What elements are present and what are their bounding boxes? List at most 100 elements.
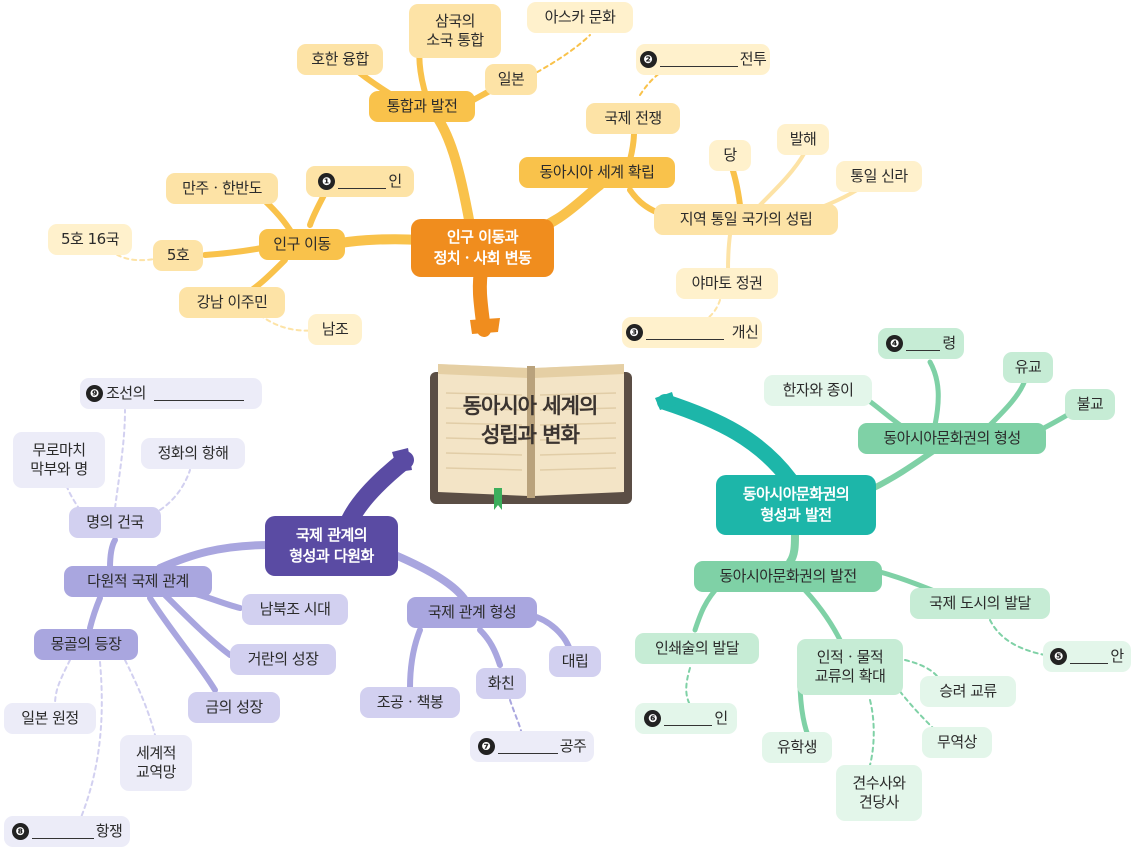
node-yamato[interactable]: 야마토 정권 [676,268,778,299]
node-japan-expedition[interactable]: 일본 원정 [4,703,96,734]
node-unified-silla[interactable]: 통일 신라 [836,161,922,192]
central-topic-line2: 성립과 변화 [481,423,580,447]
node-monk-exchange[interactable]: 승려 교류 [920,676,1016,707]
node-rivalry[interactable]: 대립 [549,646,601,677]
node-blank-8[interactable]: ❽ 항쟁 [4,816,130,847]
node-nanbei-dynasties[interactable]: 남북조 시대 [242,594,348,625]
node-line: 삼국의 [435,12,475,30]
blank-suffix: 안 [1110,647,1124,665]
fill-in-blank [31,824,94,839]
node-line: 세계적 [136,744,176,762]
node-culture-formation[interactable]: 동아시아문화권의 형성 [858,423,1046,454]
number-badge-1: ❶ [318,173,336,190]
node-muromachi-ming[interactable]: 무로마치 막부와 명 [13,432,105,488]
blank-suffix: 항쟁 [95,822,123,840]
fill-in-blank [338,174,387,189]
node-students[interactable]: 유학생 [762,732,832,763]
node-ming-founding[interactable]: 명의 건국 [69,507,161,538]
node-line: 막부와 명 [30,460,88,478]
hub-label-line2: 정치ㆍ사회 변동 [433,249,532,267]
node-printing[interactable]: 인쇄술의 발달 [635,633,759,664]
hub-label-line2: 형성과 발전 [760,506,832,524]
node-regional-unification[interactable]: 지역 통일 국가의 성립 [654,204,838,235]
hub-label-line1: 국제 관계의 [295,526,368,544]
node-line: 인적ㆍ물적 [816,648,884,666]
node-japan[interactable]: 일본 [485,64,537,95]
hub-population-politics[interactable]: 인구 이동과 정치ㆍ사회 변동 [411,219,554,277]
blank-prefix: 조선의 [106,384,146,402]
open-book-icon [430,364,632,510]
number-badge-6: ❻ [644,710,662,727]
fill-in-blank [659,52,738,67]
fill-in-blank [906,336,941,351]
node-line: 소국 통합 [426,31,484,49]
node-balhae[interactable]: 발해 [777,124,829,155]
node-three-kingdoms[interactable]: 삼국의 소국 통합 [409,4,501,58]
node-hohan-fusion[interactable]: 호한 융합 [297,44,383,75]
node-blank-3[interactable]: ❸ 개신 [622,317,762,348]
fill-in-blank [645,325,724,340]
node-east-asia-establish[interactable]: 동아시아 세계 확립 [519,157,675,188]
node-line: 교류의 확대 [814,667,886,685]
node-blank-2[interactable]: ❷ 전투 [636,44,770,75]
node-exchange-expansion[interactable]: 인적ㆍ물적 교류의 확대 [797,639,903,695]
hub-international-relations[interactable]: 국제 관계의 형성과 다원화 [265,516,398,576]
node-asuka-culture[interactable]: 아스카 문화 [527,2,633,33]
central-topic: 동아시아 세계의 성립과 변화 [430,392,630,450]
node-jin-rise[interactable]: 금의 성장 [188,692,280,723]
blank-suffix: 인 [388,172,402,190]
node-southern-dynasties[interactable]: 남조 [308,314,362,345]
blank-suffix: 전투 [739,50,767,68]
node-buddhism[interactable]: 불교 [1065,389,1115,420]
blank-suffix: 개신 [731,323,759,341]
node-international-cities[interactable]: 국제 도시의 발달 [910,588,1050,619]
number-badge-9: ❾ [86,385,103,402]
number-badge-8: ❽ [11,823,29,840]
node-tribute-investiture[interactable]: 조공ㆍ책봉 [360,687,460,718]
node-tang[interactable]: 당 [709,140,751,171]
node-line: 교역망 [136,763,176,781]
fill-in-blank [497,739,558,754]
node-culture-development[interactable]: 동아시아문화권의 발전 [694,561,882,592]
number-badge-4: ❹ [886,335,904,352]
number-badge-3: ❸ [625,324,643,341]
number-badge-2: ❷ [639,51,657,68]
number-badge-7: ❼ [477,738,495,755]
node-envoys[interactable]: 견수사와 견당사 [836,765,922,821]
node-hanja-paper[interactable]: 한자와 종이 [764,375,872,406]
brush-stroke-ends [392,318,676,472]
number-badge-5: ❺ [1050,648,1068,665]
node-five-hu-sixteen[interactable]: 5호 16국 [48,224,132,255]
node-five-hu[interactable]: 5호 [153,240,203,271]
node-gangnam-migrants[interactable]: 강남 이주민 [179,287,285,318]
node-line: 견당사 [859,793,899,811]
node-relations-formation[interactable]: 국제 관계 형성 [407,597,537,628]
node-peace-marriage[interactable]: 화친 [476,668,526,699]
blank-suffix: 령 [942,334,956,352]
hub-label-line1: 동아시아문화권의 [742,485,850,503]
central-topic-line1: 동아시아 세계의 [462,394,599,418]
node-blank-7[interactable]: ❼ 공주 [470,731,594,762]
node-confucianism[interactable]: 유교 [1003,352,1053,383]
node-integration-development[interactable]: 통합과 발전 [369,91,475,122]
hub-label-line2: 형성과 다원화 [289,547,374,565]
hub-label-line1: 인구 이동과 [446,228,519,246]
node-traders[interactable]: 무역상 [922,727,992,758]
node-international-war[interactable]: 국제 전쟁 [586,103,680,134]
fill-in-blank [664,711,713,726]
node-mongol-rise[interactable]: 몽골의 등장 [34,629,138,660]
blank-suffix: 공주 [559,737,587,755]
node-population-movement[interactable]: 인구 이동 [259,229,345,260]
node-world-trade[interactable]: 세계적 교역망 [120,735,192,791]
node-multilateral-relations[interactable]: 다원적 국제 관계 [64,566,212,597]
hub-culture-sphere[interactable]: 동아시아문화권의 형성과 발전 [716,475,876,535]
node-zhenghe-voyage[interactable]: 정화의 항해 [141,438,245,469]
node-manchuria-korea[interactable]: 만주ㆍ한반도 [166,173,278,204]
node-khitan-rise[interactable]: 거란의 성장 [230,644,336,675]
